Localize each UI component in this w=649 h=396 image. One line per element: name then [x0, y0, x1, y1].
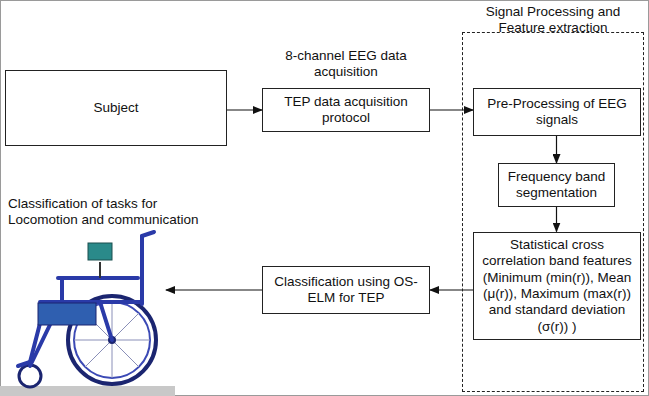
flow-arrow [430, 109, 473, 110]
process-box: Classification using OS-ELM for TEP [262, 266, 430, 314]
flow-arrow [430, 289, 473, 290]
process-box: Frequency band segmentation [498, 163, 615, 207]
node-group: Statistical cross correlation band featu… [473, 236, 641, 336]
node-group: Classification using OS-ELM for TEP [262, 266, 430, 314]
box-label: Statistical cross correlation band featu… [481, 237, 633, 336]
box-label: TEP data acquisition protocol [270, 94, 422, 127]
node-group: 8-channel EEG data acquisitionTEP data a… [262, 48, 430, 132]
box-label: Frequency band segmentation [506, 169, 607, 202]
process-box: Subject [5, 70, 227, 146]
heading-text: Signal Processing and Feature extraction [462, 4, 644, 37]
illustration-caption: Classification of tasks for Locomotion a… [8, 196, 230, 229]
process-box: Statistical cross correlation band featu… [473, 232, 641, 341]
wheelchair-illustration [0, 232, 175, 396]
box-label: Subject [93, 100, 138, 116]
process-box: Pre-Processing of EEG signals [473, 88, 641, 136]
box-label: Classification using OS-ELM for TEP [270, 274, 422, 307]
heading-text: 8-channel EEG data acquisition [262, 48, 430, 81]
flow-arrow [556, 207, 557, 232]
flow-arrow [556, 136, 557, 163]
node-group: Subject [5, 70, 227, 146]
box-label: Pre-Processing of EEG signals [481, 96, 633, 129]
node-group: Signal Processing and Feature extraction… [462, 4, 644, 392]
flow-arrow [227, 109, 262, 110]
node-group: Pre-Processing of EEG signals [473, 88, 641, 136]
node-group: Frequency band segmentation [498, 163, 615, 207]
process-box: TEP data acquisition protocol [262, 88, 430, 132]
output-arrow [166, 289, 262, 290]
